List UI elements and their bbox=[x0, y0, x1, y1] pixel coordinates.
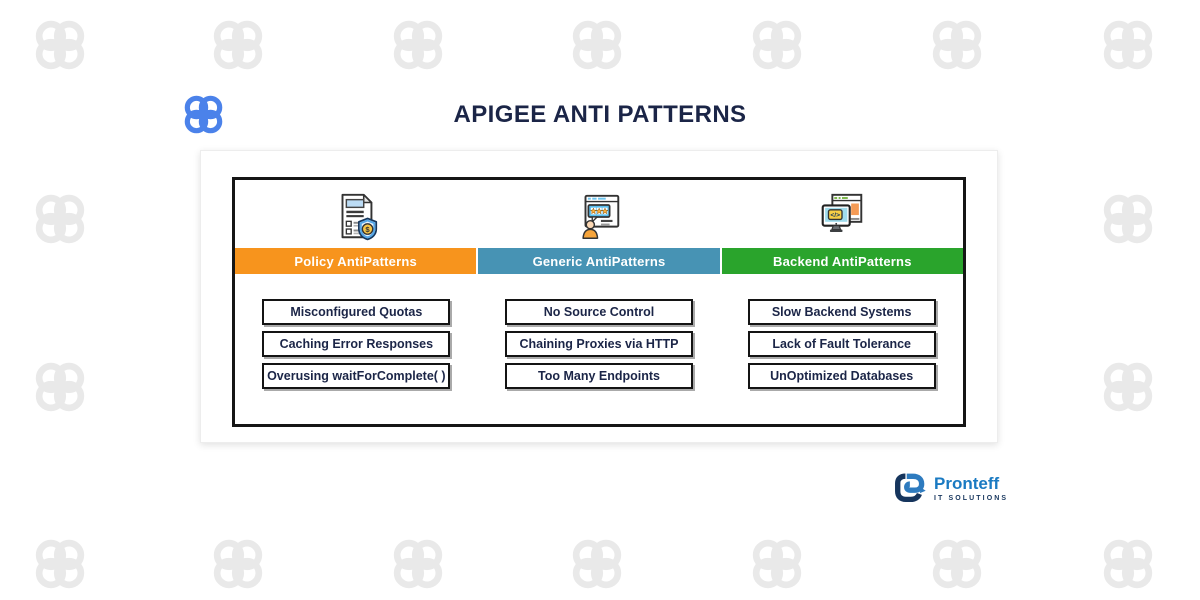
policy-items-column: Misconfigured Quotas Caching Error Respo… bbox=[235, 299, 478, 424]
column-headers-row: Policy AntiPatterns Generic AntiPatterns… bbox=[235, 248, 963, 274]
policy-icon-cell: $ bbox=[235, 180, 478, 248]
watermark-knot-icon bbox=[928, 16, 986, 74]
watermark-knot-icon bbox=[748, 535, 806, 593]
backend-icon-cell: </> bbox=[720, 180, 963, 248]
icons-row: $ bbox=[235, 180, 963, 248]
dollar-glyph: $ bbox=[366, 225, 371, 234]
column-header-backend: Backend AntiPatterns bbox=[721, 248, 963, 274]
generic-icon-cell bbox=[478, 180, 721, 248]
item-box: Misconfigured Quotas bbox=[262, 299, 451, 325]
watermark-knot-icon bbox=[31, 535, 89, 593]
diagram-card: $ bbox=[200, 150, 998, 443]
code-glyph: </> bbox=[830, 212, 840, 219]
watermark-knot-icon bbox=[1099, 535, 1157, 593]
watermark-knot-icon bbox=[209, 16, 267, 74]
watermark-knot-icon bbox=[209, 535, 267, 593]
item-box: Too Many Endpoints bbox=[505, 363, 693, 389]
column-header-policy: Policy AntiPatterns bbox=[235, 248, 477, 274]
watermark-knot-icon bbox=[1099, 190, 1157, 248]
watermark-knot-icon bbox=[1099, 16, 1157, 74]
generic-items-column: No Source Control Chaining Proxies via H… bbox=[478, 299, 721, 424]
item-box: Overusing waitForComplete( ) bbox=[262, 363, 451, 389]
pronteff-logo: Pronteff IT SOLUTIONS bbox=[893, 470, 1008, 506]
browser-rating-user-icon bbox=[582, 194, 620, 239]
watermark-knot-icon bbox=[1099, 358, 1157, 416]
pronteff-brand-name: Pronteff bbox=[934, 473, 1000, 493]
pronteff-text: Pronteff IT SOLUTIONS bbox=[934, 475, 1008, 502]
pronteff-tagline: IT SOLUTIONS bbox=[934, 494, 1009, 502]
item-box: No Source Control bbox=[505, 299, 693, 325]
item-box: Caching Error Responses bbox=[262, 331, 451, 357]
diagram-frame: $ bbox=[232, 177, 966, 427]
watermark-knot-icon bbox=[389, 16, 447, 74]
backend-items-column: Slow Backend Systems Lack of Fault Toler… bbox=[720, 299, 963, 424]
items-row: Misconfigured Quotas Caching Error Respo… bbox=[235, 274, 963, 424]
monitor-code-window-icon: </> bbox=[821, 193, 862, 233]
item-box: Lack of Fault Tolerance bbox=[747, 331, 936, 357]
item-box: Slow Backend Systems bbox=[747, 299, 936, 325]
watermark-knot-icon bbox=[928, 535, 986, 593]
item-box: UnOptimized Databases bbox=[747, 363, 936, 389]
watermark-knot-icon bbox=[568, 16, 626, 74]
brand-knot-icon bbox=[181, 92, 226, 137]
column-header-generic: Generic AntiPatterns bbox=[478, 248, 720, 274]
pronteff-mark-icon bbox=[895, 473, 926, 503]
page-title: APIGEE ANTI PATTERNS bbox=[453, 101, 747, 128]
item-box: Chaining Proxies via HTTP bbox=[505, 331, 693, 357]
watermark-knot-icon bbox=[31, 16, 89, 74]
watermark-knot-icon bbox=[748, 16, 806, 74]
watermark-knot-icon bbox=[31, 358, 89, 416]
document-with-dollar-shield-icon: $ bbox=[341, 193, 378, 241]
watermark-knot-icon bbox=[389, 535, 447, 593]
watermark-knot-icon bbox=[31, 190, 89, 248]
watermark-knot-icon bbox=[568, 535, 626, 593]
